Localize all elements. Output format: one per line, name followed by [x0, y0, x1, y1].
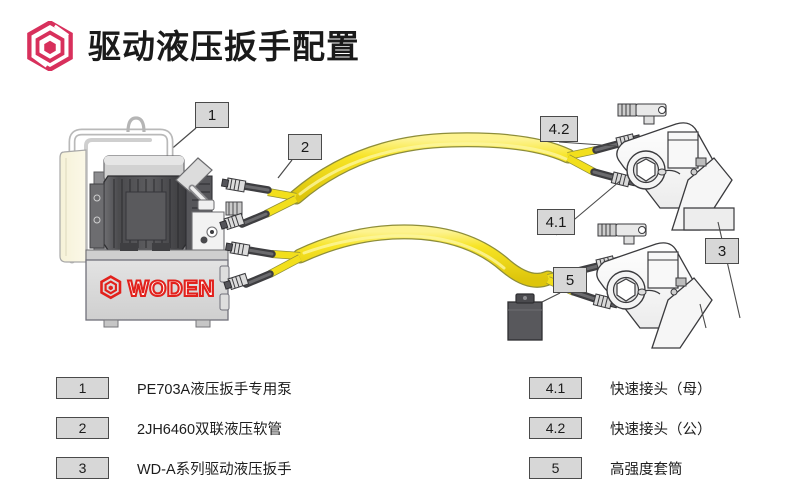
legend-item: 4.1 快速接头（母）: [529, 368, 712, 408]
hose-end-fitting: [219, 210, 270, 231]
page-title: 驱动液压扳手配置: [88, 27, 360, 65]
callout-2: 2: [288, 134, 322, 160]
legend-number: 4.2: [529, 417, 582, 439]
hydraulic-torque-wrench-upper: [616, 103, 735, 231]
legend-item: 2 2JH6460双联液压软管: [56, 408, 292, 448]
legend-item: 5 高强度套筒: [529, 448, 712, 488]
legend-label: 2JH6460双联液压软管: [137, 421, 283, 438]
callout-1: 1: [195, 102, 229, 128]
legend-item: 4.2 快速接头（公）: [529, 408, 712, 448]
legend-label: 快速接头（母）: [610, 381, 712, 398]
legend-number: 2: [56, 417, 109, 439]
wrench-swivel-port: [597, 223, 647, 245]
legend-item: 1 PE703A液压扳手专用泵: [56, 368, 292, 408]
hose-end-fitting: [220, 177, 272, 194]
legend-label: PE703A液压扳手专用泵: [137, 381, 292, 398]
legend-number: 3: [56, 457, 109, 479]
woden-hexagon-logo-icon: [27, 21, 73, 71]
hose-end-fitting: [224, 241, 276, 258]
legend-item: 3 WD-A系列驱动液压扳手: [56, 448, 292, 488]
legend-label: 快速接头（公）: [610, 421, 712, 438]
hydraulic-torque-wrench-lower: [596, 223, 713, 349]
callout-3: 3: [705, 238, 739, 264]
callout-4-2: 4.2: [540, 116, 578, 142]
hose-end-fitting: [223, 270, 274, 291]
pump-port: [225, 201, 243, 216]
legend-number: 5: [529, 457, 582, 479]
diagram-svg: WODEN: [59, 103, 741, 349]
legend-column-left: 1 PE703A液压扳手专用泵 2 2JH6460双联液压软管 3 WD-A系列…: [56, 368, 292, 488]
legend-number: 4.1: [529, 377, 582, 399]
product-diagram: WODEN: [0, 80, 804, 370]
wrench-swivel-port: [617, 103, 667, 125]
pump-assembly: WODEN: [59, 116, 243, 328]
callout-5: 5: [553, 267, 587, 293]
legend: 1 PE703A液压扳手专用泵 2 2JH6460双联液压软管 3 WD-A系列…: [0, 368, 804, 488]
legend-number: 1: [56, 377, 109, 399]
legend-label: WD-A系列驱动液压扳手: [137, 461, 292, 478]
legend-column-right: 4.1 快速接头（母） 4.2 快速接头（公） 5 高强度套筒: [529, 368, 712, 488]
page-header: 驱动液压扳手配置: [0, 0, 804, 92]
woden-hexagon-logo-icon: [100, 275, 122, 300]
legend-label: 高强度套筒: [610, 461, 683, 478]
pump-brand-text: WODEN: [128, 276, 215, 301]
callout-4-1: 4.1: [537, 209, 575, 235]
high-strength-socket: [507, 292, 561, 341]
